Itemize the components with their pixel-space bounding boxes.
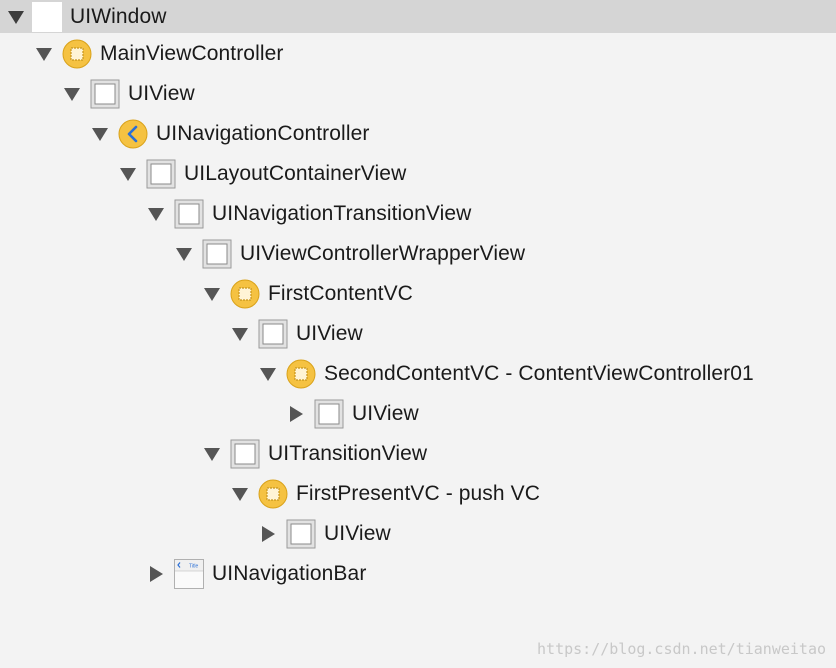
- view-icon: [230, 439, 260, 469]
- tree-row-uiview[interactable]: UIView: [0, 74, 836, 114]
- view-controller-icon: [286, 359, 316, 389]
- navigation-bar-icon: Title: [174, 559, 204, 589]
- view-controller-icon: [230, 279, 260, 309]
- disclosure-expanded-icon[interactable]: [118, 164, 138, 184]
- view-icon: [286, 519, 316, 549]
- view-controller-icon: [258, 479, 288, 509]
- tree-row-uinavigationcontroller[interactable]: UINavigationController: [0, 114, 836, 154]
- tree-row-label: MainViewController: [100, 42, 284, 65]
- tree-row-label: UIView: [296, 322, 363, 345]
- tree-row-label: UINavigationBar: [212, 562, 367, 585]
- disclosure-expanded-icon[interactable]: [202, 284, 222, 304]
- tree-row-uilayoutcontainerview[interactable]: UILayoutContainerView: [0, 154, 836, 194]
- navigation-bar-icon-title: Title: [189, 564, 198, 570]
- tree-row-uinavigationtransitionview[interactable]: UINavigationTransitionView: [0, 194, 836, 234]
- tree-row-uiwindow[interactable]: UIWindow: [0, 0, 836, 33]
- tree-row-label: FirstPresentVC - push VC: [296, 482, 540, 505]
- view-icon: [314, 399, 344, 429]
- view-icon: [146, 159, 176, 189]
- tree-row-firstcontentvc[interactable]: FirstContentVC: [0, 274, 836, 314]
- tree-row-firstpresentvc[interactable]: FirstPresentVC - push VC: [0, 474, 836, 514]
- tree-row-label: UIWindow: [70, 4, 167, 28]
- watermark: https://blog.csdn.net/tianweitao: [537, 640, 826, 658]
- tree-row-mainviewcontroller[interactable]: MainViewController: [0, 34, 836, 74]
- disclosure-collapsed-icon[interactable]: [258, 524, 278, 544]
- disclosure-expanded-icon[interactable]: [230, 484, 250, 504]
- tree-row-label: UILayoutContainerView: [184, 162, 407, 185]
- view-controller-icon: [62, 39, 92, 69]
- window-icon: [32, 1, 62, 32]
- disclosure-expanded-icon[interactable]: [90, 124, 110, 144]
- disclosure-expanded-icon[interactable]: [62, 84, 82, 104]
- tree-row-label: UITransitionView: [268, 442, 428, 465]
- disclosure-collapsed-icon[interactable]: [286, 404, 306, 424]
- disclosure-expanded-icon[interactable]: [6, 7, 26, 27]
- view-icon: [90, 79, 120, 109]
- disclosure-expanded-icon[interactable]: [174, 244, 194, 264]
- tree-row-label: UIView: [324, 522, 391, 545]
- disclosure-expanded-icon[interactable]: [34, 44, 54, 64]
- tree-row-label: UIView: [352, 402, 419, 425]
- disclosure-expanded-icon[interactable]: [202, 444, 222, 464]
- disclosure-collapsed-icon[interactable]: [146, 564, 166, 584]
- view-icon: [174, 199, 204, 229]
- view-icon: [202, 239, 232, 269]
- tree-row-uinavigationbar[interactable]: Title UINavigationBar: [0, 554, 836, 594]
- disclosure-expanded-icon[interactable]: [230, 324, 250, 344]
- tree-row-label: UINavigationTransitionView: [212, 202, 472, 225]
- tree-row-secondcontentvc[interactable]: SecondContentVC - ContentViewController0…: [0, 354, 836, 394]
- navigation-controller-icon: [118, 119, 148, 149]
- disclosure-expanded-icon[interactable]: [146, 204, 166, 224]
- tree-row-uiviewcontrollerwrapperview[interactable]: UIViewControllerWrapperView: [0, 234, 836, 274]
- tree-row-label: UIView: [128, 82, 195, 105]
- view-icon: [258, 319, 288, 349]
- tree-row-label: FirstContentVC: [268, 282, 413, 305]
- tree-row-uiview[interactable]: UIView: [0, 314, 836, 354]
- tree-row-label: SecondContentVC - ContentViewController0…: [324, 362, 754, 385]
- tree-row-label: UINavigationController: [156, 122, 370, 145]
- tree-row-label: UIViewControllerWrapperView: [240, 242, 526, 265]
- disclosure-expanded-icon[interactable]: [258, 364, 278, 384]
- tree-row-uiview[interactable]: UIView: [0, 394, 836, 434]
- tree-row-uiview[interactable]: UIView: [0, 514, 836, 554]
- tree-row-uitransitionview[interactable]: UITransitionView: [0, 434, 836, 474]
